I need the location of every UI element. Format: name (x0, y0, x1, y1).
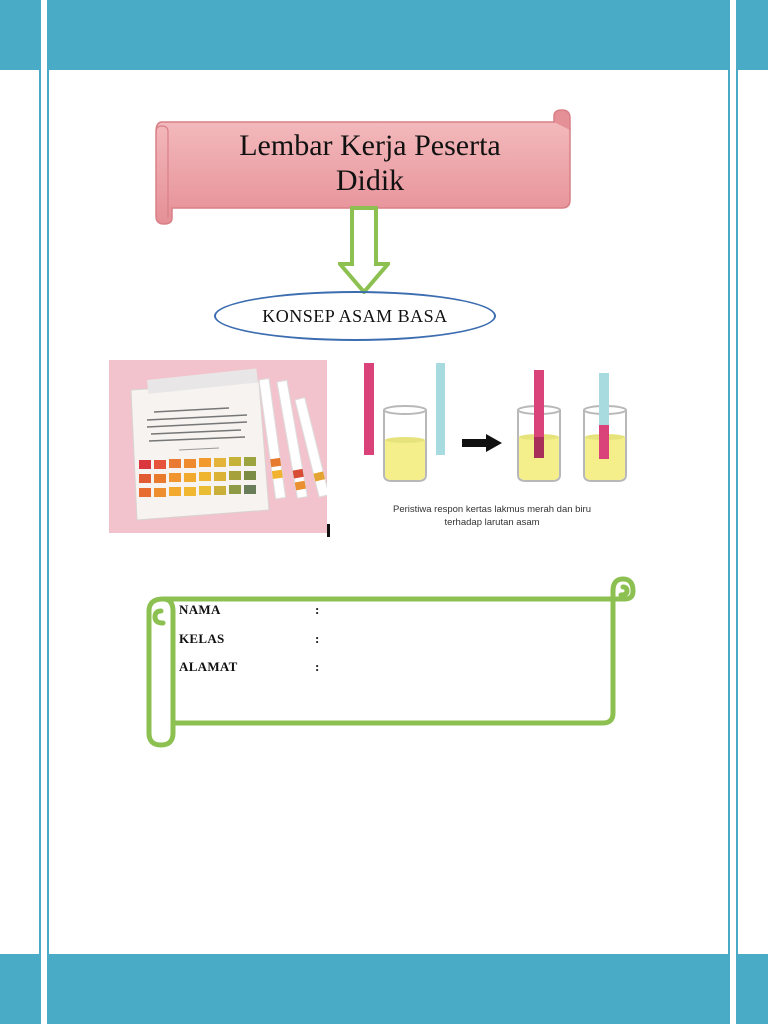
bottom-frame-bar (0, 954, 768, 1024)
ph-indicator-photo (109, 360, 327, 533)
form-scroll-frame (146, 576, 636, 748)
litmus-figure (364, 363, 627, 482)
form-colon-alamat: : (315, 659, 320, 674)
frame-line-left-inner (47, 0, 49, 1024)
form-label-kelas: KELAS (179, 631, 225, 646)
text-cursor-mark (327, 524, 330, 537)
form-label-alamat: ALAMAT (179, 659, 238, 674)
frame-line-right-inner (728, 0, 730, 1024)
litmus-caption: Peristiwa respon kertas lakmus merah dan… (392, 504, 591, 528)
page-title: Lembar Kerja Peserta Didik (239, 129, 501, 197)
frame-line-right-outer (736, 0, 738, 1024)
frame-line-left-outer (39, 0, 41, 1024)
form-colon-nama: : (315, 602, 320, 617)
concept-heading: KONSEP ASAM BASA (214, 291, 496, 341)
frame-gap-left (39, 0, 49, 1024)
form-label-nama: NAMA (179, 602, 221, 617)
frame-gap-right (728, 0, 738, 1024)
top-frame-bar (0, 0, 768, 70)
form-colon-kelas: : (315, 631, 320, 646)
down-arrow-icon (338, 206, 390, 294)
title-banner (155, 109, 571, 225)
